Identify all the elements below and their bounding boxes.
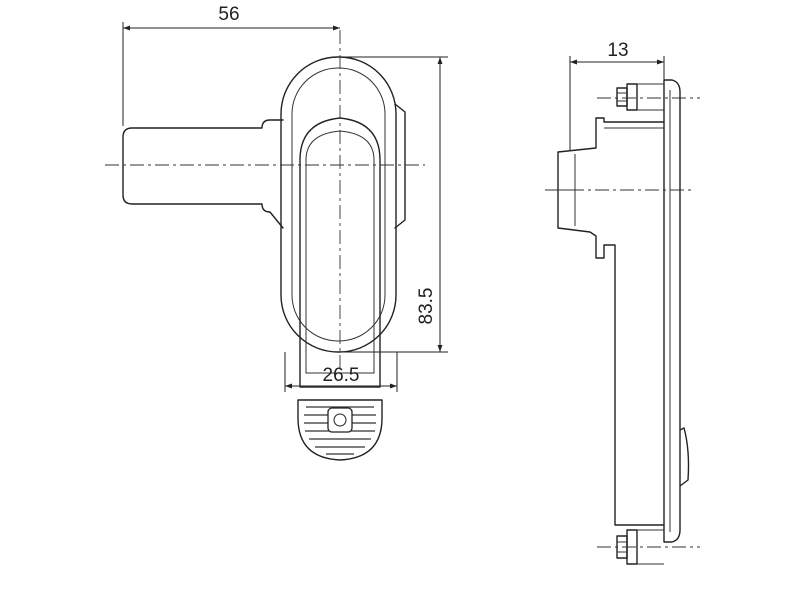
latch-tongue <box>679 427 690 487</box>
bezel-plate <box>663 79 681 543</box>
dimension-label-13: 13 <box>607 40 628 61</box>
dimension-label-56: 56 <box>218 4 239 25</box>
body-profile <box>557 117 665 526</box>
dimension-83-5: 83.5 <box>342 56 448 353</box>
body-outer-outline <box>280 56 397 353</box>
right-boss <box>394 103 406 229</box>
lever-arm <box>122 119 284 229</box>
side-view <box>545 79 700 565</box>
dimension-label-26-5: 26.5 <box>323 365 360 386</box>
body-inner-outline <box>291 67 386 342</box>
key-lock <box>297 399 383 461</box>
dimension-label-83-5: 83.5 <box>416 288 437 325</box>
top-screw <box>616 83 664 111</box>
keyhole <box>327 407 353 433</box>
front-view <box>105 30 425 461</box>
dimension-26-5: 26.5 <box>284 352 398 392</box>
dimension-56: 56 <box>122 4 340 126</box>
dimension-13: 13 <box>569 40 665 150</box>
